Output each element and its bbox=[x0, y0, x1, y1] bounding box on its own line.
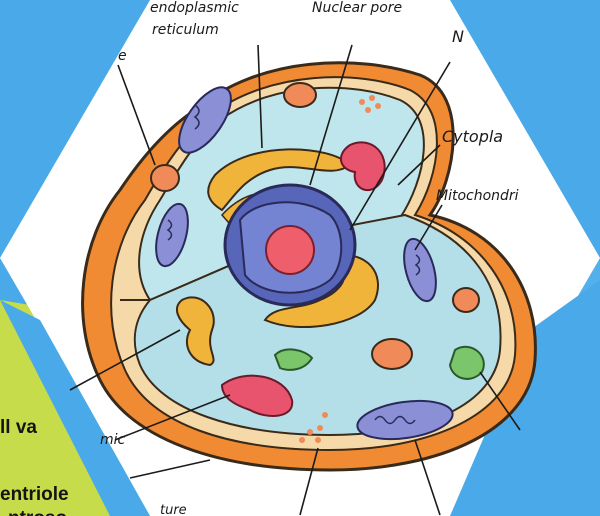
side-label-centrosome: ntroso bbox=[8, 508, 67, 516]
lysosome-2 bbox=[151, 165, 179, 191]
label-bottom: ture bbox=[160, 503, 187, 516]
lysosome-1 bbox=[284, 83, 316, 107]
lysosome-4 bbox=[453, 288, 479, 312]
vesicle-dot bbox=[317, 425, 323, 431]
label-lower-left: mic bbox=[100, 432, 126, 448]
side-label-small-vacuole: ll va bbox=[0, 417, 37, 438]
label-cytoplasm: Cytopla bbox=[442, 127, 503, 146]
side-label-centriole: entriole bbox=[0, 484, 69, 505]
label-nuclear-pore: Nuclear pore bbox=[312, 0, 402, 16]
vesicle-dot bbox=[315, 437, 321, 443]
label-nucleus: N bbox=[452, 27, 464, 46]
vesicle-dot bbox=[299, 437, 305, 443]
label-endoplasmic: endoplasmic bbox=[150, 0, 239, 16]
nucleus bbox=[225, 185, 355, 305]
label-top-left: e bbox=[118, 48, 127, 64]
vesicle-dot bbox=[359, 99, 365, 105]
label-reticulum: reticulum bbox=[152, 22, 219, 38]
vesicle-dot bbox=[322, 412, 328, 418]
vesicle-dot bbox=[375, 103, 381, 109]
green-organelle-2 bbox=[450, 347, 484, 379]
nucleolus bbox=[266, 226, 314, 274]
label-mitochondria: Mitochondri bbox=[436, 188, 519, 204]
vesicle-dot bbox=[365, 107, 371, 113]
vesicle-dot bbox=[369, 95, 375, 101]
vesicle-dot bbox=[307, 429, 313, 435]
lysosome-3 bbox=[372, 339, 412, 369]
